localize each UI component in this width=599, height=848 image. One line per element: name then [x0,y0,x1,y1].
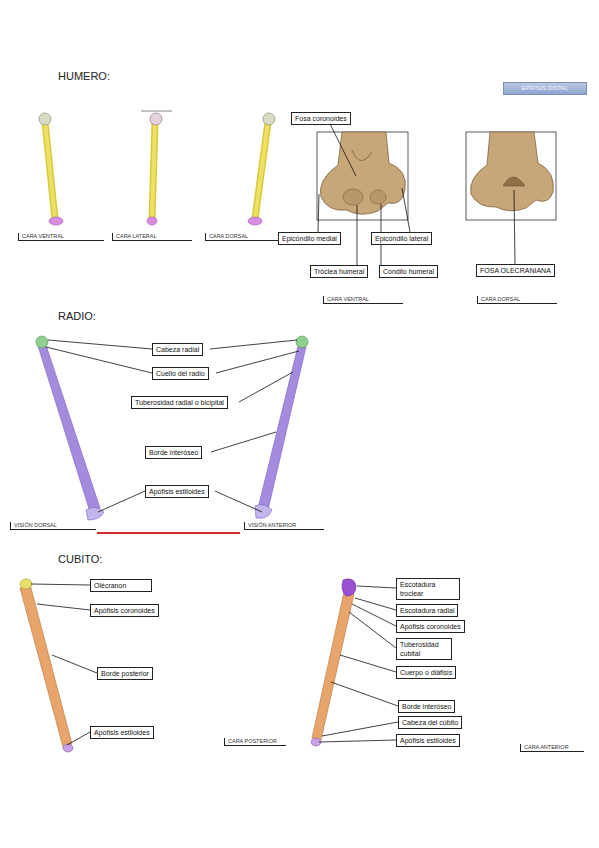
section-heading: CUBITO: [58,553,102,565]
part-label: Epicóndilo lateral [371,232,432,245]
view-caption: CARA VENTRAL [18,233,104,241]
label-text: Epicóndilo lateral [375,234,428,243]
label-text: Apófisis estiloides [149,487,205,496]
label-text: Escotadura radial [400,606,454,615]
part-label: Cuerpo o diáfisis [396,666,456,679]
label-text: CARA ANTERIOR [524,744,581,751]
part-label: Fosa coronoides [291,112,351,125]
part-label: Tróclea humeral [310,265,368,278]
part-label: Apófisis coronoides [90,604,159,617]
label-text: Apófisis coronoides [94,606,155,615]
label-text: FOSA OLECRANIANA [480,266,551,275]
view-caption: CARA DORSAL [205,233,285,241]
part-label: Epicóndilo medial [278,232,341,245]
humerus-bone [141,111,172,225]
view-caption: VISIÓN ANTERIOR [244,522,324,530]
label-text: Borde interóseo [149,448,198,457]
part-label: Escotadura troclear [396,578,460,600]
label-text: Cabeza radial [156,345,199,354]
label-text: EPÍFISIS DISTAL [507,84,583,93]
part-label: Borde posterior [97,667,153,680]
label-text: Cuerpo o diáfisis [400,668,452,677]
label-text: Apófisis estiloides [94,728,150,737]
leader-line [318,124,515,265]
part-label: Apófisis coronoides [396,620,465,633]
label-text: VISIÓN ANTERIOR [248,522,321,529]
label-text: CARA POSTERIOR [228,738,283,745]
label-text: Tuberosidad cubital [400,640,448,658]
label-text: CARA VENTRAL [22,233,101,240]
view-caption: CARA ANTERIOR [520,744,584,752]
label-text: Apófisis estiloides [400,736,456,745]
part-label: Borde interóseo [145,446,202,459]
part-label: Apófisis estiloides [90,726,154,739]
view-caption: CARA VENTRAL [323,296,403,304]
label-text: Borde posterior [101,669,149,678]
view-caption: VISIÓN DORSAL [10,522,96,530]
leader-line [31,584,398,745]
radius-bone [36,336,104,520]
label-text: Cóndilo humeral [383,267,434,276]
label-text: Tuberosidad radial o bicipital [135,398,224,407]
part-label: Tuberosidad radial o bicipital [131,396,228,409]
part-label: Olécranon [90,579,152,592]
divider-line [97,532,240,534]
humerus-bone [39,113,63,225]
part-label: Escotadura radial [396,604,458,617]
label-text: CARA VENTRAL [327,296,400,303]
section-heading: RADIO: [58,310,96,322]
label-text: CARA LATERAL [116,233,189,240]
label-text: Cabeza del cúbito [402,718,458,727]
part-label: Cabeza del cúbito [398,716,462,729]
part-label: Apófisis estiloides [396,734,460,747]
label-text: Epicóndilo medial [282,234,337,243]
part-label: Cóndilo humeral [379,265,438,278]
label-text: Cuello del radio [156,369,205,378]
label-text: CARA DORSAL [209,233,282,240]
distal-humerus-dorsal [466,132,556,220]
part-label: FOSA OLECRANIANA [476,264,555,277]
part-label: Cabeza radial [152,343,203,356]
part-label: Borde interóseo [398,700,455,713]
label-text: Fosa coronoides [295,114,347,123]
part-label: Apófisis estiloides [145,485,209,498]
label-text: VISIÓN DORSAL [14,522,93,529]
part-label: Tuberosidad cubital [396,638,452,660]
leader-line [46,340,299,512]
radius-bone [255,336,308,518]
label-text: Escotadura troclear [400,580,456,598]
view-caption: CARA LATERAL [112,233,192,241]
humerus-bone [248,113,275,225]
view-caption: CARA POSTERIOR [224,738,286,746]
part-label: Cuello del radio [152,367,209,380]
label-text: Apófisis coronoides [400,622,461,631]
label-text: Borde interóseo [402,702,451,711]
ulna-bone [311,579,356,746]
section-tag: EPÍFISIS DISTAL [503,82,587,95]
section-heading: HUMERO: [58,70,110,82]
label-text: CARA DORSAL [481,296,554,303]
distal-humerus-ventral [317,132,408,220]
label-text: Tróclea humeral [314,267,364,276]
view-caption: CARA DORSAL [477,296,557,304]
label-text: Olécranon [94,581,148,590]
